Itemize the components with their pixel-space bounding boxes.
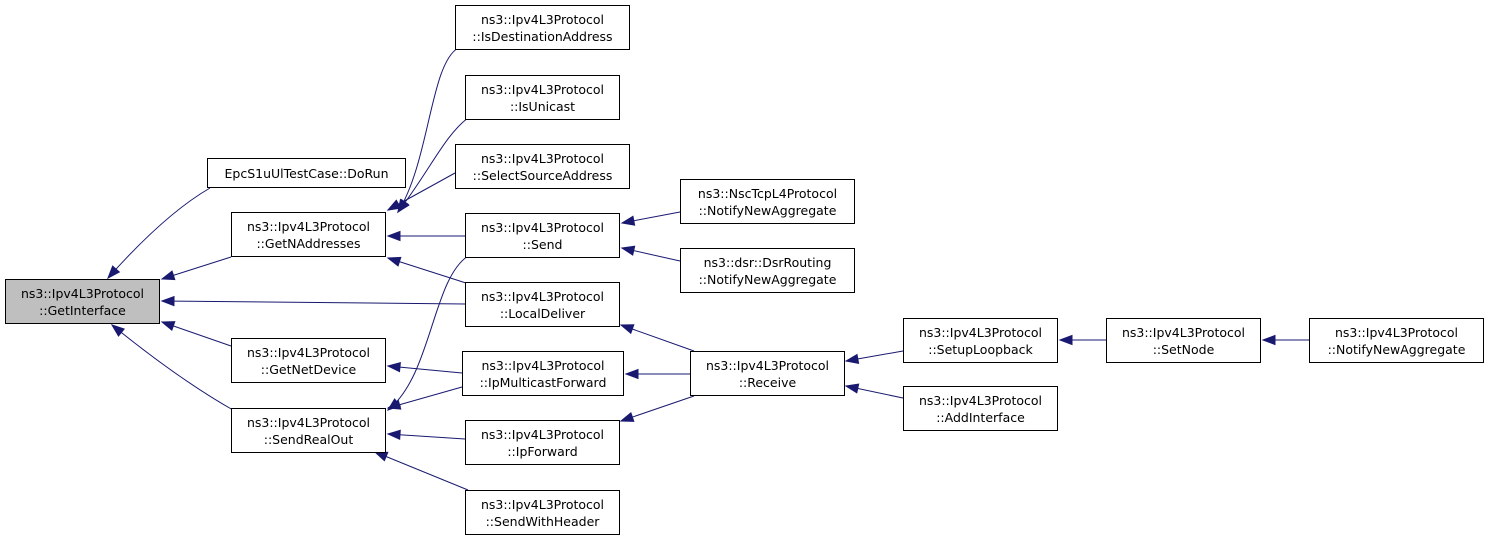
arrowhead-localdeliver-to-getinterface [160,295,175,307]
node-receive[interactable]: ns3::Ipv4L3Protocol::Receive [690,351,845,396]
node-isunicast[interactable]: ns3::Ipv4L3Protocol::IsUnicast [465,75,620,120]
node-addinterface[interactable]: ns3::Ipv4L3Protocol::AddInterface [903,386,1058,431]
node-notifynewaggregate[interactable]: ns3::Ipv4L3Protocol::NotifyNewAggregate [1309,318,1484,363]
node-selectsourceaddress[interactable]: ns3::Ipv4L3Protocol::SelectSourceAddress [455,144,630,189]
arrowhead-sendwithheader-to-sendrealout [373,451,389,462]
node-label-line: ns3::Ipv4L3Protocol [480,426,605,442]
node-label-line: ::AddInterface [936,409,1025,425]
node-sendrealout[interactable]: ns3::Ipv4L3Protocol::SendRealOut [231,408,386,453]
node-label-line: ns3::Ipv4L3Protocol [918,392,1043,408]
edge-ipmulticastforward-to-sendrealout [387,386,463,409]
node-sendwithheader[interactable]: ns3::Ipv4L3Protocol::SendWithHeader [465,490,620,535]
node-ipmulticastforward[interactable]: ns3::Ipv4L3Protocol::IpMulticastForward [462,351,624,396]
node-label-line: ::Receive [738,374,797,390]
arrowhead-epcdorun-to-getinterface [107,265,121,280]
node-epcdorun[interactable]: EpcS1uUlTestCase::DoRun [207,158,406,188]
arrowhead-selectsourceaddress-to-getnaddresses [386,199,402,211]
node-setnode[interactable]: ns3::Ipv4L3Protocol::SetNode [1106,318,1261,363]
arrowhead-receive-to-localdeliver [619,324,635,335]
arrowhead-ipmulticastforward-to-sendrealout [386,399,402,410]
node-getnaddresses[interactable]: ns3::Ipv4L3Protocol::GetNAddresses [231,212,386,257]
node-label-line: ns3::Ipv4L3Protocol [481,357,605,373]
edge-epcdorun-to-getinterface [107,187,211,279]
edge-isdestinationaddress-to-getnaddresses [397,47,459,213]
node-label-line: ns3::Ipv4L3Protocol [480,11,605,27]
arrowhead-getnetdevice-to-getinterface [160,321,176,332]
node-label-line: ::IpMulticastForward [479,374,607,390]
node-nsctcp[interactable]: ns3::NscTcpL4Protocol::NotifyNewAggregat… [680,179,855,224]
node-label-line: ns3::Ipv4L3Protocol [705,357,830,373]
arrowhead-sendrealout-to-getinterface [110,324,126,337]
node-label-line: ns3::Ipv4L3Protocol [246,344,371,360]
node-label-line: ::NotifyNewAggregate [698,271,837,287]
node-label-line: ns3::Ipv4L3Protocol [20,285,145,301]
node-label-line: ::SendRealOut [263,431,354,447]
edge-receive-to-localdeliver [620,324,695,352]
node-dsrrouting[interactable]: ns3::dsr::DsrRouting::NotifyNewAggregate [680,248,855,293]
node-label-line: ::GetInterface [39,302,126,318]
node-label-line: ns3::Ipv4L3Protocol [480,496,605,512]
node-label-line: ns3::Ipv4L3Protocol [1121,324,1246,340]
node-label-line: ns3::NscTcpL4Protocol [697,185,838,201]
arrowhead-nsctcp-to-send [620,215,636,226]
node-label-line: ::GetNetDevice [260,361,357,377]
arrowhead-receive-to-ipforward [619,412,635,422]
arrowhead-getnaddresses-to-getinterface [160,270,176,281]
node-label-line: ::NotifyNewAggregate [698,202,837,218]
node-label-line: ::NotifyNewAggregate [1327,341,1466,357]
node-label-line: ns3::dsr::DsrRouting [703,254,832,270]
edge-ipforward-to-sendrealout [387,433,466,440]
node-label-line: ::SelectSourceAddress [472,167,613,183]
node-label-line: ns3::Ipv4L3Protocol [1334,324,1459,340]
edge-localdeliver-to-getinterface [161,300,466,305]
node-label-line: ::GetNAddresses [256,235,361,251]
node-getinterface[interactable]: ns3::Ipv4L3Protocol::GetInterface [5,279,160,324]
node-label-line: ::IpForward [507,443,578,459]
node-label-line: EpcS1uUlTestCase::DoRun [224,165,389,181]
node-label-line: ::LocalDeliver [499,305,586,321]
edge-sendwithheader-to-sendrealout [374,451,469,491]
node-label-line: ::Send [522,236,563,252]
edge-send-to-sendrealout [387,255,469,411]
node-label-line: ns3::Ipv4L3Protocol [480,150,605,166]
arrowhead-send-to-getnaddresses [386,230,401,242]
node-label-line: ns3::Ipv4L3Protocol [480,288,605,304]
arrowhead-setuploopback-to-receive [844,353,860,364]
node-send[interactable]: ns3::Ipv4L3Protocol::Send [465,213,620,258]
node-isdestinationaddress[interactable]: ns3::Ipv4L3Protocol::IsDestinationAddres… [455,5,630,50]
node-label-line: ns3::Ipv4L3Protocol [246,414,371,430]
arrowhead-receive-to-ipmulticastforward [624,368,639,380]
node-label-line: ::SetupLoopback [928,341,1033,357]
node-label-line: ::SetNode [1152,341,1215,357]
edge-sendrealout-to-getinterface [111,324,234,411]
edge-receive-to-ipforward [620,395,695,422]
arrowhead-notifynewaggregate-to-setnode [1261,334,1276,346]
node-getnetdevice[interactable]: ns3::Ipv4L3Protocol::GetNetDevice [231,338,386,383]
node-setuploopback[interactable]: ns3::Ipv4L3Protocol::SetupLoopback [903,318,1058,363]
node-label-line: ::IsDestinationAddress [472,28,613,44]
arrowhead-localdeliver-to-getnaddresses [386,256,402,267]
edge-localdeliver-to-getnaddresses [387,257,467,284]
node-localdeliver[interactable]: ns3::Ipv4L3Protocol::LocalDeliver [465,282,620,327]
arrowhead-setnode-to-setuploopback [1058,334,1073,346]
node-label-line: ::IsUnicast [509,98,576,114]
arrowhead-ipforward-to-sendrealout [386,429,401,441]
node-ipforward[interactable]: ns3::Ipv4L3Protocol::IpForward [465,420,620,465]
arrowhead-dsrrouting-to-send [620,245,636,256]
node-label-line: ::SendWithHeader [485,513,600,529]
edge-selectsourceaddress-to-getnaddresses [387,172,456,211]
arrowhead-addinterface-to-receive [844,383,860,394]
node-label-line: ns3::Ipv4L3Protocol [480,81,605,97]
node-label-line: ns3::Ipv4L3Protocol [246,218,371,234]
node-label-line: ns3::Ipv4L3Protocol [918,324,1043,340]
node-label-line: ns3::Ipv4L3Protocol [480,219,605,235]
arrowhead-ipmulticastforward-to-getnetdevice [386,361,401,373]
